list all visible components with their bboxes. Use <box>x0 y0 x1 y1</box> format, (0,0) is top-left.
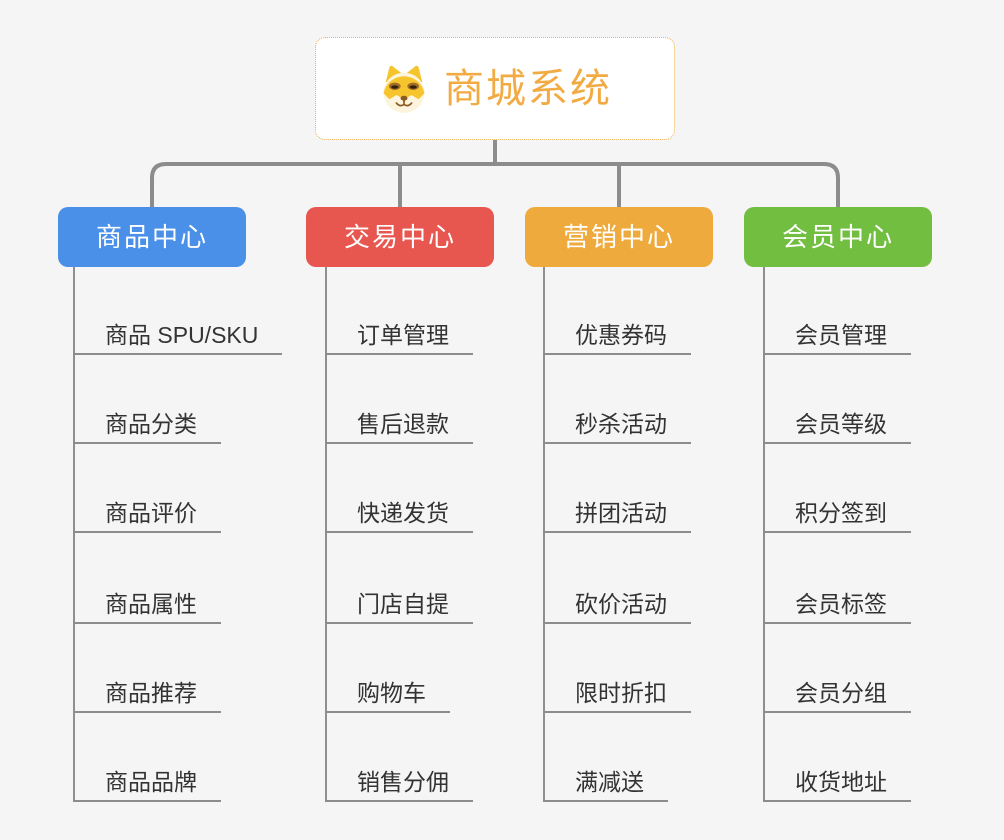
branch-label: 营销中心 <box>562 222 675 252</box>
child-topic[interactable]: 商品分类 <box>73 409 221 444</box>
child-topic[interactable]: 收货地址 <box>763 767 911 802</box>
branch-label: 交易中心 <box>343 222 456 252</box>
child-topic[interactable]: 优惠券码 <box>543 320 691 355</box>
child-topic[interactable]: 会员分组 <box>763 678 911 713</box>
child-topic[interactable]: 订单管理 <box>325 320 473 355</box>
child-topic[interactable]: 购物车 <box>325 678 450 713</box>
child-topic[interactable]: 会员管理 <box>763 320 911 355</box>
branch-children-line <box>543 267 545 802</box>
branch-children-line <box>325 267 327 802</box>
child-topic[interactable]: 售后退款 <box>325 409 473 444</box>
branch-label: 商品中心 <box>95 222 208 252</box>
root-title: 商城系统 <box>444 66 612 111</box>
branch-bracket-line <box>150 162 840 209</box>
child-topic[interactable]: 商品品牌 <box>73 767 221 802</box>
child-topic[interactable]: 销售分佣 <box>325 767 473 802</box>
branch-node-trade-center[interactable]: 交易中心 <box>306 207 494 267</box>
child-topic[interactable]: 会员标签 <box>763 589 911 624</box>
child-topic[interactable]: 拼团活动 <box>543 498 691 533</box>
branch-children-line <box>763 267 765 802</box>
child-topic[interactable]: 积分签到 <box>763 498 911 533</box>
branch-label: 会员中心 <box>781 222 894 252</box>
doge-dog-icon <box>378 64 430 114</box>
child-topic[interactable]: 商品推荐 <box>73 678 221 713</box>
child-topic[interactable]: 限时折扣 <box>543 678 691 713</box>
child-topic[interactable]: 满减送 <box>543 767 668 802</box>
child-topic[interactable]: 会员等级 <box>763 409 911 444</box>
child-topic[interactable]: 秒杀活动 <box>543 409 691 444</box>
child-topic[interactable]: 门店自提 <box>325 589 473 624</box>
child-topic[interactable]: 砍价活动 <box>543 589 691 624</box>
branch-node-marketing-center[interactable]: 营销中心 <box>525 207 713 267</box>
child-topic[interactable]: 商品评价 <box>73 498 221 533</box>
root-node[interactable]: 商城系统 <box>315 37 675 140</box>
branch-node-product-center[interactable]: 商品中心 <box>58 207 246 267</box>
child-topic[interactable]: 商品 SPU/SKU <box>73 320 283 355</box>
child-topic[interactable]: 快递发货 <box>325 498 473 533</box>
branch-children-line <box>73 267 75 802</box>
branch-node-member-center[interactable]: 会员中心 <box>744 207 932 267</box>
child-topic[interactable]: 商品属性 <box>73 589 221 624</box>
